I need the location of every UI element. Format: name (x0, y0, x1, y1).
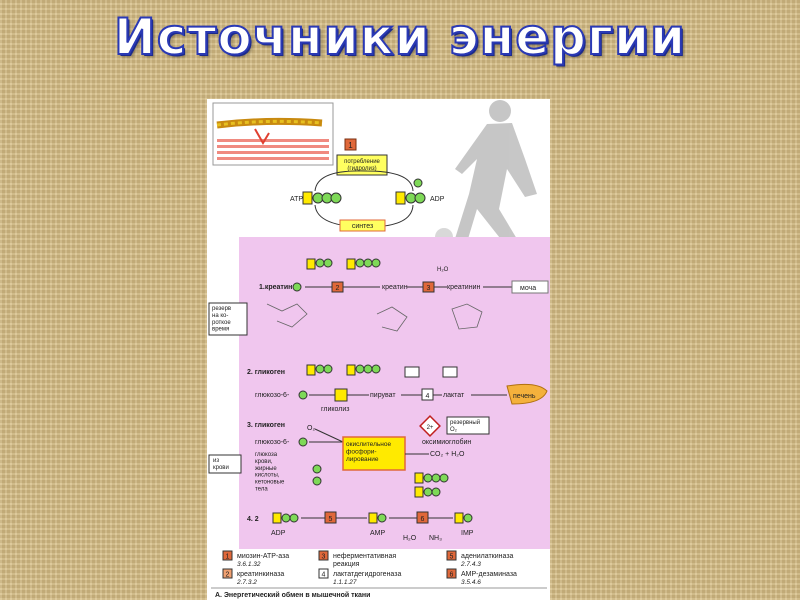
step-number: 1 (348, 141, 353, 150)
energy-metabolism-figure: 1 потребление(гидролиз) ATP ADP синтез 1… (207, 99, 550, 600)
runner-silhouette (435, 100, 537, 249)
svg-text:2: 2 (226, 572, 230, 579)
legend-item: 4 лактатдегидрогеназа 1.1.1.27 (318, 568, 401, 586)
svg-text:H₂O: H₂O (403, 535, 417, 542)
svg-text:IMP: IMP (461, 530, 474, 537)
muscle-fiber-illustration (212, 102, 334, 166)
adp-label: ADP (430, 196, 445, 203)
svg-text:4: 4 (322, 572, 326, 579)
legend-item: 1 миозин-АТР-аза 3.6.1.32 (222, 550, 289, 568)
svg-text:AMP-дезаминаза: AMP-дезаминаза (461, 571, 517, 578)
svg-text:2+: 2+ (427, 425, 434, 431)
section-creatine: 1.креатин 2 креатин 3 креатинин H₂O моча (259, 258, 549, 332)
legend-item: 2 креатинкиназа 2.7.3.2 (222, 568, 284, 586)
svg-text:6: 6 (450, 572, 454, 579)
svg-text:3: 3 (322, 554, 326, 561)
svg-text:4: 4 (426, 393, 430, 400)
metabolism-panel (239, 237, 550, 549)
svg-text:5: 5 (329, 516, 333, 523)
svg-text:гликолиз: гликолиз (321, 406, 349, 413)
svg-text:креатин: креатин (382, 284, 408, 291)
svg-text:ADP: ADP (271, 530, 286, 537)
figure-caption: А. Энергетический обмен в мышечной ткани (215, 591, 370, 599)
myoglobin-iron-icon: 2+ (419, 415, 441, 437)
svg-text:2.7.3.2: 2.7.3.2 (236, 579, 257, 586)
svg-text:креатинкиназа: креатинкиназа (237, 571, 284, 578)
svg-text:5: 5 (450, 554, 454, 561)
svg-text:потребление(гидролиз): потребление(гидролиз) (344, 159, 380, 172)
svg-text:аденилаткиназа: аденилаткиназа (461, 553, 514, 560)
section-adenylate: 4. 2 ADP 5 AMP 6 IMP H₂O NH₃ (247, 511, 474, 542)
svg-text:2.7.4.3: 2.7.4.3 (460, 561, 481, 568)
svg-text:6: 6 (421, 516, 425, 523)
svg-text:лактатдегидрогеназа: лактатдегидрогеназа (333, 571, 401, 578)
svg-text:AMP: AMP (370, 530, 386, 537)
svg-text:H₂O: H₂O (437, 267, 449, 273)
svg-text:глюкозо-6-: глюкозо-6- (255, 439, 290, 446)
svg-text:1.1.1.27: 1.1.1.27 (333, 579, 357, 586)
svg-text:миозин-АТР-аза: миозин-АТР-аза (237, 553, 289, 560)
svg-text:креатинин: креатинин (447, 284, 480, 291)
svg-text:CO₂ + H₂O: CO₂ + H₂O (430, 451, 465, 458)
svg-text:3. гликоген: 3. гликоген (247, 422, 285, 429)
atp-cycle: 1 потребление(гидролиз) ATP ADP синтез (290, 138, 445, 232)
liver-label: печень (513, 393, 536, 400)
section-glycogen: 2. гликоген глюкозо-6- гликолиз пируват … (247, 364, 548, 413)
atp-molecule-icon (302, 191, 342, 205)
svg-text:2. гликоген: 2. гликоген (247, 369, 285, 376)
svg-text:пируват: пируват (370, 392, 396, 399)
svg-text:O₂: O₂ (307, 425, 315, 432)
svg-text:3.5.4.6: 3.5.4.6 (461, 579, 481, 586)
legend-item: 5 аденилаткиназа 2.7.4.3 (446, 550, 514, 568)
svg-text:4. 2: 4. 2 (247, 516, 259, 523)
legend-item: 6 AMP-дезаминаза 3.5.4.6 (446, 568, 517, 586)
svg-text:лактат: лактат (443, 392, 465, 399)
slide-title: Источники энергии (113, 7, 687, 67)
svg-text:3: 3 (427, 285, 431, 292)
svg-text:1: 1 (226, 554, 230, 561)
atp-label: ATP (290, 196, 303, 203)
adp-molecule-icon (395, 178, 426, 205)
svg-text:3.6.1.32: 3.6.1.32 (237, 561, 261, 568)
synthesis-label: синтез (352, 223, 373, 230)
urine-label: моча (520, 285, 536, 292)
svg-text:2: 2 (336, 285, 340, 292)
legend: 1 миозин-АТР-аза 3.6.1.32 2 креатинкиназ… (211, 550, 547, 599)
consumption-label: потребление (344, 159, 380, 165)
svg-text:NH₃: NH₃ (429, 535, 442, 542)
svg-text:глюкозо-6-: глюкозо-6- (255, 392, 290, 399)
svg-text:1.креатин: 1.креатин (259, 284, 292, 291)
svg-text:оксимиоглобин: оксимиоглобин (422, 438, 471, 446)
